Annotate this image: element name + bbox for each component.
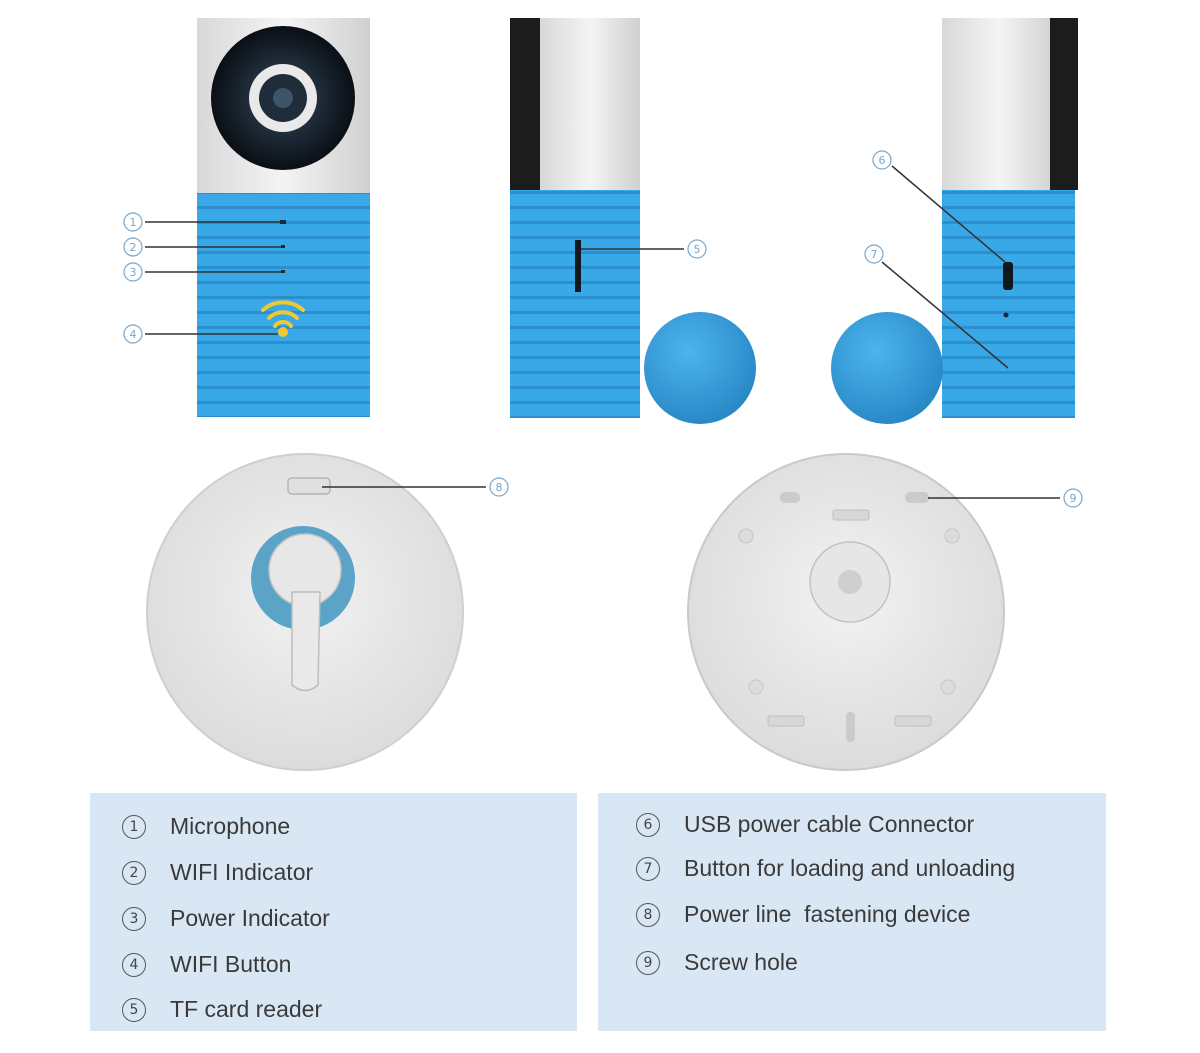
disc-bump: [738, 528, 754, 544]
callout-num-9: 9: [1070, 492, 1077, 505]
callout-line-6: [891, 165, 1006, 263]
mount-disc-front: [146, 453, 464, 771]
bottom-notch: [846, 712, 855, 742]
screw-hole: [780, 492, 800, 503]
wifi-indicator-dot: [281, 245, 285, 248]
legend-item-power-line-fastener: 8 Power line fastening device: [636, 901, 970, 928]
legend-item-tf-card-reader: 5 TF card reader: [122, 996, 322, 1023]
legend-item-wifi-indicator: 2 WIFI Indicator: [122, 859, 313, 886]
release-button: [1003, 312, 1009, 318]
pivot-arm: [291, 591, 321, 692]
callout-num-1: 1: [130, 216, 137, 229]
legend-label: Button for loading and unloading: [684, 855, 1016, 881]
side-camera-top: [540, 18, 640, 190]
callout-labels: 1 2 3 4 5 6 7 8 9: [130, 154, 1077, 505]
usb-port: [1003, 262, 1013, 290]
side-view-camera-left: [510, 18, 756, 424]
legend-label: WIFI Button: [170, 951, 292, 977]
disc-bump: [944, 528, 960, 544]
legend-num: 5: [122, 997, 146, 1022]
callout-num-2: 2: [130, 241, 137, 254]
callout-marker-9: [1063, 488, 1083, 508]
legend-label: TF card reader: [170, 996, 323, 1022]
callout-marker-8: [489, 477, 509, 497]
callouts: [145, 165, 1060, 499]
callout-markers: [123, 150, 1083, 508]
legend-num: 3: [122, 906, 146, 931]
front-view-camera: [197, 18, 370, 417]
legend-item-load-button: 7 Button for loading and unloading: [636, 855, 1015, 882]
back-camera-top: [942, 18, 1057, 190]
callout-line-7: [881, 261, 1009, 369]
legend-label: WIFI Indicator: [170, 859, 314, 885]
legend-num: 7: [636, 856, 660, 881]
legend-item-power-indicator: 3 Power Indicator: [122, 905, 330, 932]
callout-marker-5: [687, 239, 707, 259]
side-view-camera-right: [831, 18, 1078, 424]
screw-hole: [905, 492, 929, 503]
vent-slot: [832, 509, 870, 521]
vent-slot: [767, 715, 805, 727]
cable-clip: [287, 477, 331, 495]
tf-card-slot: [575, 240, 581, 292]
mount-ball-left: [644, 312, 756, 424]
callout-marker-4: [123, 324, 143, 344]
power-indicator-dot: [281, 270, 285, 273]
back-lens-edge: [1050, 18, 1078, 190]
callout-num-6: 6: [879, 154, 886, 167]
side-camera-body: [510, 190, 640, 418]
mount-ball-right: [831, 312, 943, 424]
callout-num-4: 4: [130, 328, 137, 341]
callout-marker-1: [123, 212, 143, 232]
lens-highlight: [273, 88, 293, 108]
legend-left-panel: 1 Microphone 2 WIFI Indicator 3 Power In…: [90, 793, 577, 1031]
callout-num-3: 3: [130, 266, 137, 279]
disc-bump: [748, 679, 764, 695]
legend-right-panel: 6 USB power cable Connector 7 Button for…: [598, 793, 1106, 1031]
callout-num-8: 8: [496, 481, 503, 494]
legend-num: 4: [122, 952, 146, 977]
front-camera-body: [197, 193, 370, 417]
back-camera-body: [942, 190, 1075, 418]
callout-marker-7: [864, 244, 884, 264]
callout-num-5: 5: [694, 243, 701, 256]
vent-slot: [894, 715, 932, 727]
disc-bump: [940, 679, 956, 695]
side-lens-edge: [510, 18, 545, 190]
callout-num-7: 7: [871, 248, 878, 261]
legend-label: USB power cable Connector: [684, 811, 975, 837]
disc-center-dot: [838, 570, 862, 594]
legend-num: 1: [122, 814, 146, 839]
microphone-hole: [280, 220, 286, 224]
wifi-button: [278, 327, 288, 337]
legend-item-screw-hole: 9 Screw hole: [636, 949, 798, 976]
legend-num: 8: [636, 902, 660, 927]
callout-marker-3: [123, 262, 143, 282]
legend-label: Screw hole: [684, 949, 798, 975]
callout-marker-6: [872, 150, 892, 170]
legend-num: 2: [122, 860, 146, 885]
mount-disc-back: [687, 453, 1005, 771]
wifi-icon: [261, 300, 305, 328]
legend-item-microphone: 1 Microphone: [122, 813, 290, 840]
callout-marker-2: [123, 237, 143, 257]
legend-item-wifi-button: 4 WIFI Button: [122, 951, 291, 978]
legend-label: Microphone: [170, 813, 291, 839]
legend-num: 6: [636, 812, 660, 837]
legend-num: 9: [636, 950, 660, 975]
legend-item-usb-connector: 6 USB power cable Connector: [636, 811, 974, 838]
legend-label: Power line fastening device: [684, 901, 971, 927]
legend-label: Power Indicator: [170, 905, 330, 931]
